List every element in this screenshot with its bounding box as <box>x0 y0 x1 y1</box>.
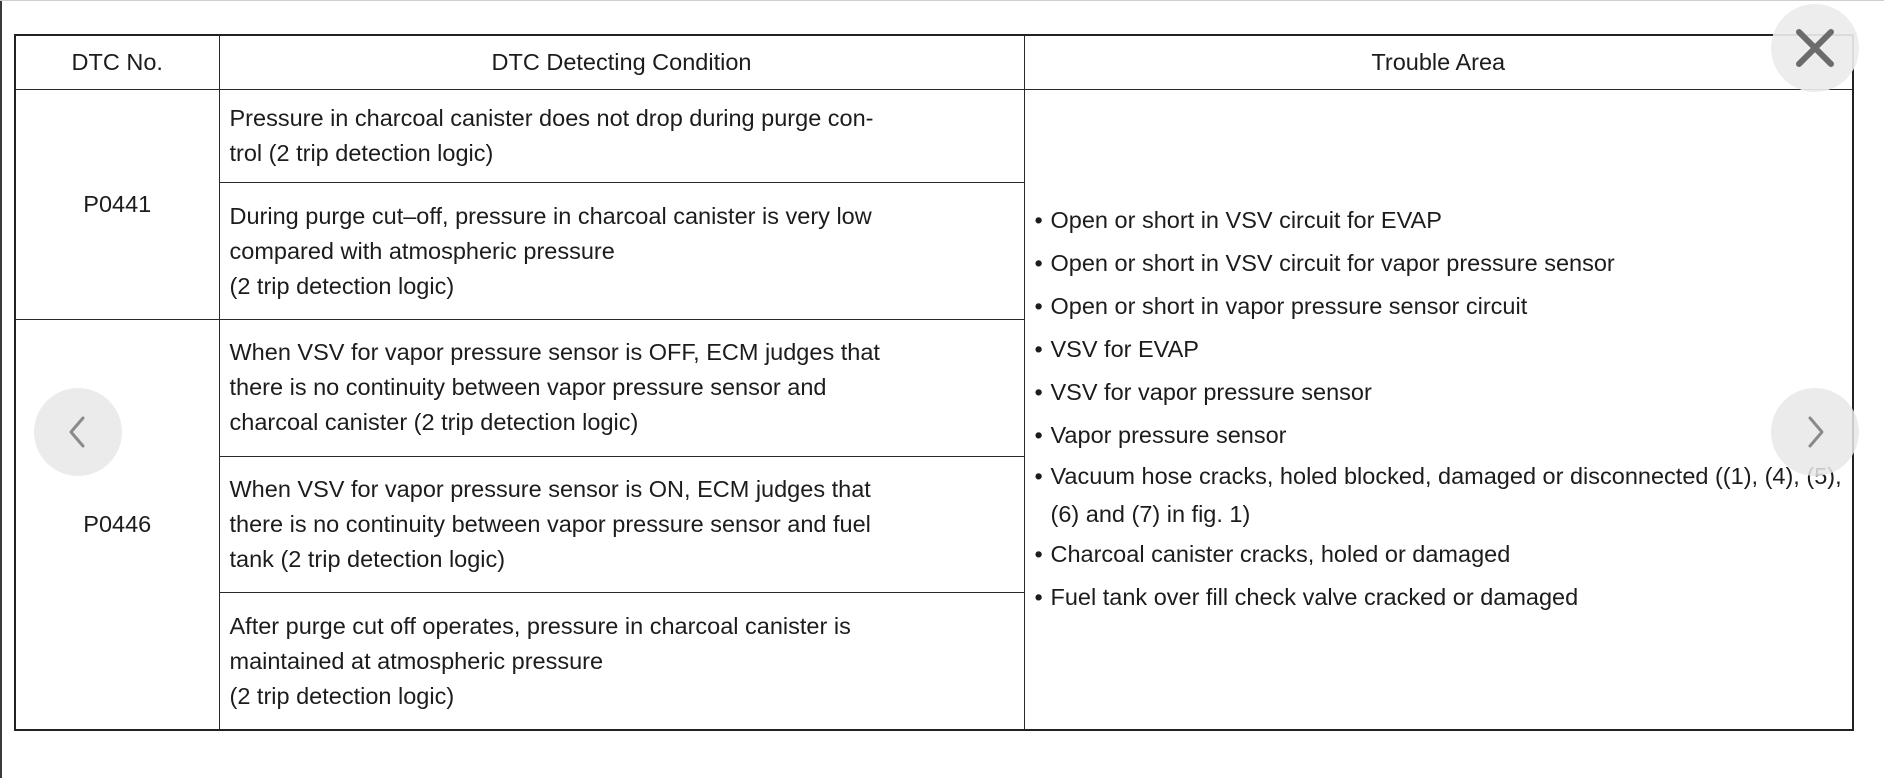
viewer-left-border <box>0 0 2 778</box>
trouble-area-cell: Open or short in VSV circuit for EVAP Op… <box>1023 88 1854 731</box>
condition-cell: When VSV for vapor pressure sensor is ON… <box>218 455 1025 594</box>
header-dtc-no: DTC No. <box>14 34 220 90</box>
trouble-area-item: VSV for vapor pressure sensor <box>1035 371 1843 414</box>
trouble-area-item: Charcoal canister cracks, holed or damag… <box>1035 533 1843 576</box>
condition-line: charcoal canister (2 trip detection logi… <box>229 409 639 436</box>
dtc-code-cell: P0441 <box>14 88 220 321</box>
condition-line: (2 trip detection logic) <box>229 682 455 709</box>
previous-image-button[interactable] <box>34 388 122 476</box>
chevron-left-icon <box>69 416 85 448</box>
condition-line: (2 trip detection logic) <box>229 272 455 299</box>
condition-line: tank (2 trip detection logic) <box>229 545 506 572</box>
condition-line: After purge cut off operates, pressure i… <box>229 612 851 639</box>
condition-line: Pressure in charcoal canister does not d… <box>229 104 874 131</box>
header-trouble-area: Trouble Area <box>1023 34 1854 90</box>
condition-cell: Pressure in charcoal canister does not d… <box>218 88 1025 184</box>
trouble-area-item: Open or short in VSV circuit for EVAP <box>1035 199 1843 242</box>
condition-line: When VSV for vapor pressure sensor is ON… <box>229 475 871 502</box>
condition-line: compared with atmospheric pressure <box>229 237 615 264</box>
trouble-area-item: Vacuum hose cracks, holed blocked, damag… <box>1035 457 1843 533</box>
trouble-area-item: Open or short in vapor pressure sensor c… <box>1035 285 1843 328</box>
header-detecting-condition: DTC Detecting Condition <box>218 34 1025 90</box>
trouble-area-item: Open or short in VSV circuit for vapor p… <box>1035 242 1843 285</box>
trouble-area-item: Fuel tank over fill check valve cracked … <box>1035 576 1843 619</box>
dtc-code-cell: P0446 <box>14 319 220 731</box>
dtc-table: DTC No. DTC Detecting Condition Trouble … <box>14 34 1854 731</box>
table-header-row: DTC No. DTC Detecting Condition Trouble … <box>14 34 1854 90</box>
close-button[interactable] <box>1771 4 1859 92</box>
viewer-top-border <box>0 0 1884 1</box>
table-row: During purge cut–off, pressure in charco… <box>15 182 1853 320</box>
condition-line: When VSV for vapor pressure sensor is OF… <box>229 339 880 366</box>
condition-line: During purge cut–off, pressure in charco… <box>229 202 872 229</box>
condition-line: there is no continuity between vapor pre… <box>229 374 827 401</box>
close-x-icon <box>1796 29 1834 67</box>
chevron-right-icon <box>1808 416 1824 448</box>
table-row: After purge cut off operates, pressure i… <box>15 592 1853 731</box>
trouble-area-list: Open or short in VSV circuit for EVAP Op… <box>1035 199 1843 619</box>
trouble-area-item: VSV for EVAP <box>1035 328 1843 371</box>
trouble-area-item: Vapor pressure sensor <box>1035 414 1843 457</box>
condition-line: maintained at atmospheric pressure <box>229 647 604 674</box>
condition-cell: During purge cut–off, pressure in charco… <box>218 182 1025 320</box>
table-row: P0446 When VSV for vapor pressure sensor… <box>14 319 1853 731</box>
table-row: When VSV for vapor pressure sensor is ON… <box>15 455 1853 594</box>
condition-line: trol (2 trip detection logic) <box>229 139 494 166</box>
table-row: P0441 Pressure in charcoal canister does… <box>14 88 1854 731</box>
next-image-button[interactable] <box>1771 388 1859 476</box>
condition-line: there is no continuity between vapor pre… <box>229 510 871 537</box>
condition-cell: When VSV for vapor pressure sensor is OF… <box>218 319 1025 457</box>
condition-cell: After purge cut off operates, pressure i… <box>218 592 1025 731</box>
